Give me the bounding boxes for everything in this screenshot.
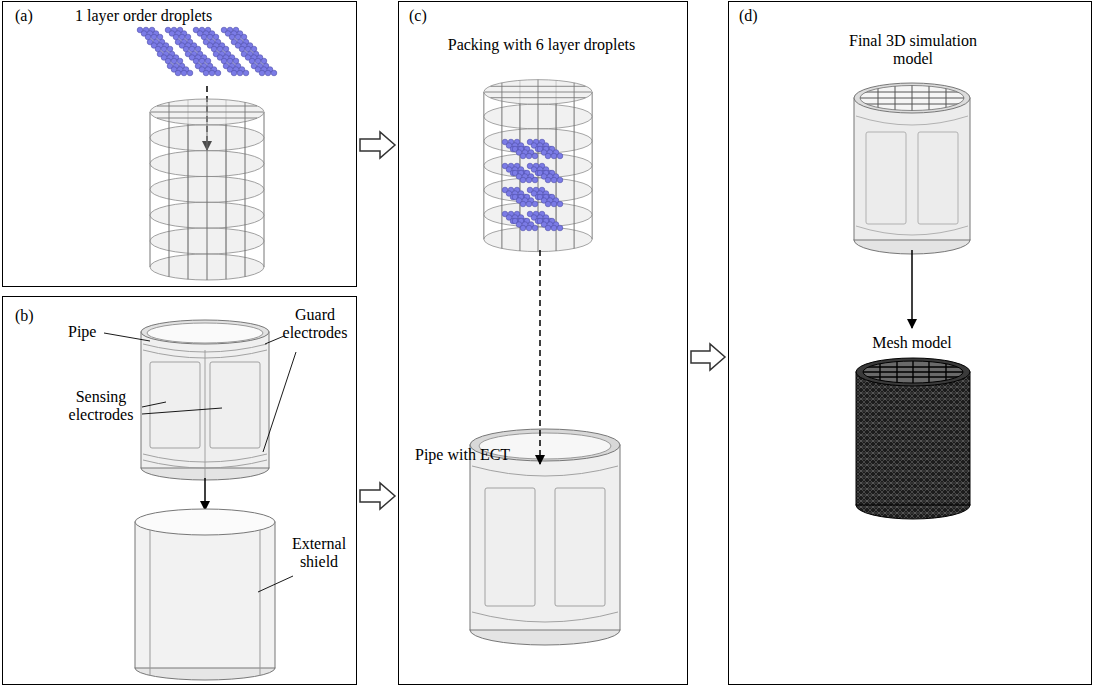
- part-label: Pipe with ECT: [415, 446, 510, 464]
- pipe-drawing: [141, 320, 269, 480]
- part-label: Mesh model: [857, 334, 967, 352]
- mesh-model-drawing: [856, 358, 970, 519]
- part-label: Pipe: [68, 323, 96, 341]
- shield-drawing: [135, 509, 275, 680]
- part-label: External shield: [284, 535, 354, 572]
- panel-letter: (c): [409, 7, 427, 25]
- final-model-drawing: [854, 83, 970, 254]
- hollow-arrow: [360, 483, 395, 509]
- panel-title: Packing with 6 layer droplets: [399, 36, 684, 54]
- hollow-arrow: [360, 132, 395, 158]
- part-label: Sensing electrodes: [60, 388, 142, 425]
- panel-letter: (a): [15, 7, 33, 25]
- part-label: Guard electrodes: [276, 306, 354, 343]
- panel-frame: (a) 1 layer order droplets: [2, 1, 357, 287]
- droplet-packing: [502, 139, 563, 231]
- leader-lines: [104, 333, 520, 592]
- panel-frame: (b): [2, 296, 357, 685]
- panel-title: Final 3D simulation model: [843, 32, 983, 69]
- droplet-layer: [137, 27, 277, 76]
- panel-title: 1 layer order droplets: [75, 7, 212, 25]
- hollow-arrow: [691, 344, 725, 370]
- panel-letter: (b): [15, 307, 34, 325]
- panel-letter: (d): [739, 7, 758, 25]
- panel-frame: (c) Packing with 6 layer droplets: [398, 1, 688, 685]
